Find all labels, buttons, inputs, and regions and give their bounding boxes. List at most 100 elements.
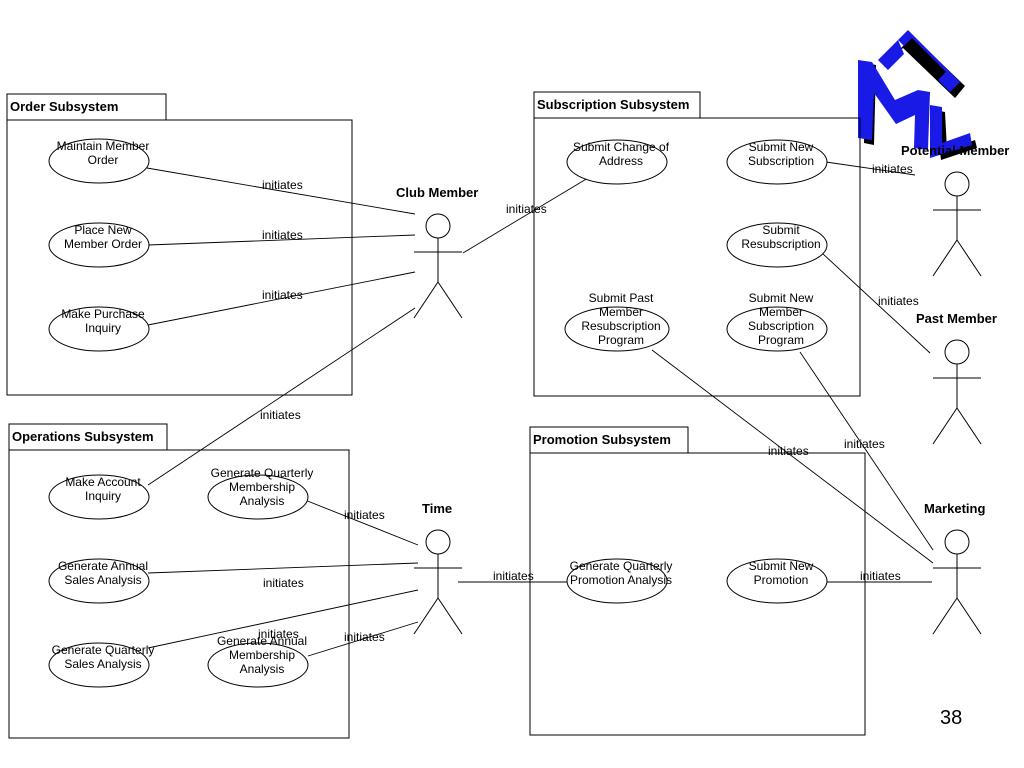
actor-past-member[interactable]: Past Member <box>916 311 997 445</box>
use-case-oval[interactable] <box>726 306 828 352</box>
package-title: Operations Subsystem <box>12 429 154 444</box>
use-case-label: Analysis <box>240 662 285 676</box>
association-label: initiates <box>872 162 913 176</box>
package-order: Order Subsystem <box>6 93 353 396</box>
use-case-oval[interactable] <box>564 306 670 352</box>
use-case-label: Member Order <box>64 237 142 251</box>
use-case-oval[interactable] <box>48 642 150 688</box>
actor-head-icon[interactable] <box>944 339 970 365</box>
actor-stick-figure <box>413 597 439 635</box>
package-operations: Operations Subsystem <box>8 423 350 739</box>
actor-time[interactable]: Time <box>413 501 463 635</box>
actor-stick-figure <box>437 597 463 635</box>
use-case-label: Make Account <box>65 475 141 489</box>
use-case-oval[interactable] <box>566 139 668 185</box>
use-case-label: Subscription <box>748 154 814 168</box>
use-case-label: Sales Analysis <box>64 573 141 587</box>
association-make-purchase-inquiry-to-club-member: initiates <box>147 271 416 326</box>
use-case-label: Submit New <box>749 140 814 154</box>
actor-stick-figure <box>932 407 958 445</box>
use-case-label: Address <box>599 154 643 168</box>
use-case-label: Place New <box>74 223 132 237</box>
actor-potential-member[interactable]: Potential Member <box>901 143 1009 277</box>
association-submit-new-subscription-to-potential-member: initiates <box>825 161 916 176</box>
use-case-oval[interactable] <box>726 222 828 268</box>
actor-head-icon[interactable] <box>425 213 451 239</box>
use-case-oval[interactable] <box>48 138 150 184</box>
association-line <box>825 161 916 176</box>
actor-name: Past Member <box>916 311 997 326</box>
use-case-oval[interactable] <box>48 558 150 604</box>
association-label: initiates <box>260 408 301 422</box>
actor-name: Potential Member <box>901 143 1009 158</box>
actor-club-member[interactable]: Club Member <box>396 185 478 319</box>
use-case-label: Submit <box>762 223 800 237</box>
use-case-oval[interactable] <box>566 558 668 604</box>
use-case-oval[interactable] <box>207 642 309 688</box>
association-submit-change-of-address-to-club-member: initiates <box>462 177 589 254</box>
association-line <box>307 621 419 657</box>
actor-name: Club Member <box>396 185 478 200</box>
actor-name: Time <box>422 501 452 516</box>
use-case-label: Program <box>598 333 644 347</box>
use-case-oval[interactable] <box>726 558 828 604</box>
association-label: initiates <box>344 630 385 644</box>
association-label: initiates <box>860 569 901 583</box>
actor-head-icon[interactable] <box>944 529 970 555</box>
actor-head-icon[interactable] <box>944 171 970 197</box>
association-label: initiates <box>493 569 534 583</box>
use-case-oval[interactable] <box>48 306 150 352</box>
use-case-label: Generate Quarterly <box>570 559 673 573</box>
association-line <box>146 167 416 215</box>
use-case-label: Inquiry <box>85 489 121 503</box>
actor-stick-figure <box>956 597 982 635</box>
actor-marketing[interactable]: Marketing <box>924 501 985 635</box>
use-case-label: Promotion Analysis <box>570 573 672 587</box>
use-case-oval[interactable] <box>48 222 150 268</box>
association-line <box>462 177 589 254</box>
use-case-label: Subscription <box>748 319 814 333</box>
association-label: initiates <box>768 444 809 458</box>
association-line <box>147 307 416 486</box>
use-case-label: Submit New <box>749 559 814 573</box>
association-label: initiates <box>258 627 299 641</box>
use-case-oval[interactable] <box>207 474 309 520</box>
actor-stick-figure <box>956 239 982 277</box>
association-gen-annual-membership-to-time: initiates <box>307 621 419 657</box>
actor-head-icon[interactable] <box>425 529 451 555</box>
association-line <box>304 499 419 546</box>
association-label: initiates <box>262 178 303 192</box>
actor-stick-figure <box>956 407 982 445</box>
use-case-label: Resubscription <box>581 319 660 333</box>
use-case-oval[interactable] <box>726 139 828 185</box>
association-line <box>147 562 419 574</box>
association-label: initiates <box>262 228 303 242</box>
association-line <box>147 234 416 246</box>
association-gen-quarterly-sales-to-time: initiates <box>147 589 419 649</box>
association-label: initiates <box>844 437 885 451</box>
use-case-label: Submit Change of <box>573 140 670 154</box>
use-case-oval[interactable] <box>48 474 150 520</box>
package-promotion: Promotion Subsystem <box>529 426 866 736</box>
use-case-label: Generate Quarterly <box>52 643 155 657</box>
association-gen-quarterly-membership-to-time: initiates <box>304 499 419 546</box>
uml-logo-letter-l <box>930 105 972 158</box>
use-case-label: Promotion <box>754 573 809 587</box>
